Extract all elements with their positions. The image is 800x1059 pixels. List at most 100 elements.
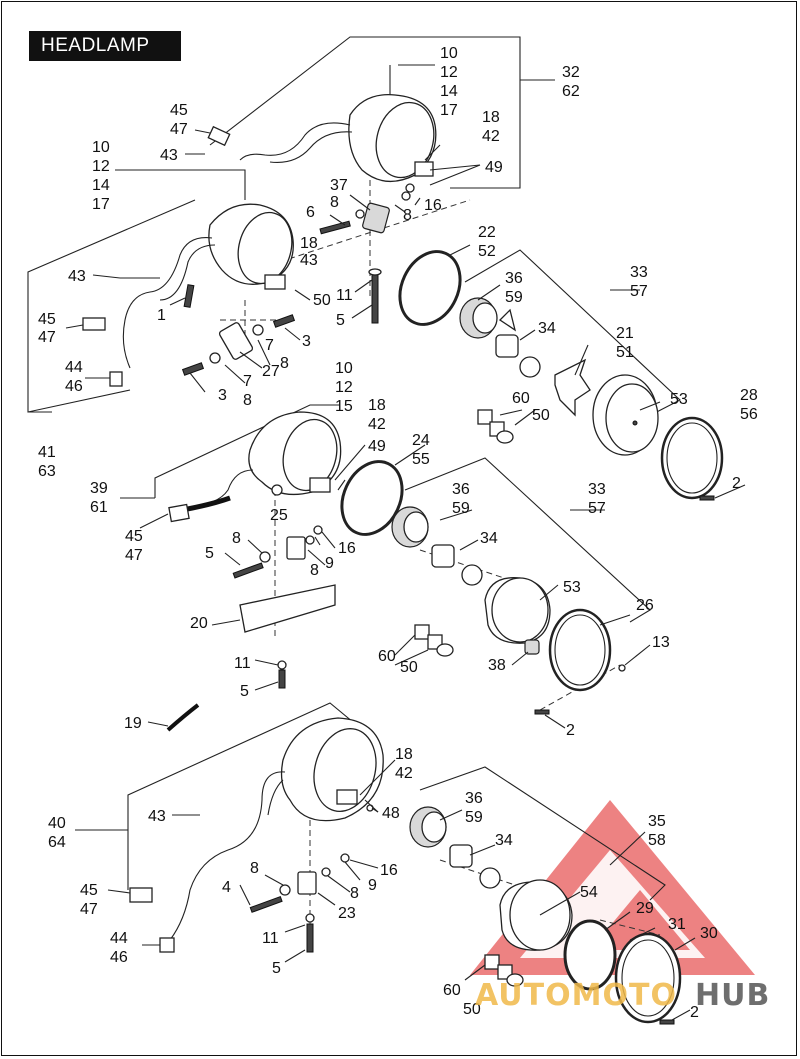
callout: 60 [512,390,530,407]
callout: 8 [330,194,339,211]
callout: 36 [505,270,523,287]
callout: 5 [240,683,249,700]
callout: 5 [272,960,281,977]
callout: 34 [538,320,556,337]
callout: 33 [630,264,648,281]
callout: 59 [452,500,470,517]
callout: 60 [378,648,396,665]
callout: 36 [465,790,483,807]
callout: 16 [338,540,356,557]
callout: 31 [668,916,686,933]
callout: 38 [488,657,506,674]
callout: 55 [412,451,430,468]
callout: 18 [395,746,413,763]
position-bulb-upper [477,409,514,444]
callout: 44 [110,930,128,947]
headlamp-housing-bottom [129,717,384,953]
callout: 61 [90,499,108,516]
callout: 20 [190,615,208,632]
callout: 18 [482,109,500,126]
callout: 57 [630,283,648,300]
callout: 12 [92,158,110,175]
callout: 8 [280,355,289,372]
headlamp-lens-middle [484,577,551,644]
callout-labels: 10 12 14 17 32 62 45 47 43 18 42 49 10 1… [38,45,758,1021]
diagram-title: HEADLAMP [29,31,181,61]
callout: 46 [110,949,128,966]
callout: 18 [300,235,318,252]
callout: 45 [38,311,56,328]
svg-text:AUTOMOTO: AUTOMOTO [475,978,677,1013]
callout: 17 [92,196,110,213]
callout: 62 [562,83,580,100]
callout: 22 [478,224,496,241]
headlamp-lens-upper [592,374,659,456]
callout: 12 [335,379,353,396]
callout: 8 [310,562,319,579]
callout: 3 [218,387,227,404]
callout: 59 [505,289,523,306]
callout: 47 [80,901,98,918]
callout: 8 [243,392,252,409]
callout: 8 [350,885,359,902]
callout: 58 [648,832,666,849]
callout: 43 [160,147,178,164]
callout: 49 [485,159,503,176]
headlamp-housing-middle [168,411,342,523]
callout: 57 [588,500,606,517]
clip-38 [524,639,540,655]
group-brackets [27,36,681,901]
callout: 63 [38,463,56,480]
callout: 41 [38,444,56,461]
cable-19 [166,703,200,732]
callout: 43 [300,252,318,269]
callout: 33 [588,481,606,498]
callout: 24 [412,432,430,449]
trim-ring-26 [548,608,612,692]
callout: 43 [68,268,86,285]
callout: 10 [92,139,110,156]
callout: 14 [92,177,110,194]
bracket-37 [319,191,411,324]
callout: 42 [368,416,386,433]
watermark-text: AUTOMOTO HUB [475,978,769,1013]
callout: 51 [616,344,634,361]
callout: 43 [148,808,166,825]
callout: 9 [325,555,334,572]
callout: 53 [563,579,581,596]
callout: 13 [652,634,670,651]
callout: 25 [270,507,288,524]
leader-lines [65,129,746,1021]
callout: 5 [205,545,214,562]
mount-bracket-bottom [249,853,350,953]
callout: 18 [368,397,386,414]
callout: 7 [243,373,252,390]
callout: 17 [440,102,458,119]
callout: 52 [478,243,496,260]
callout: 42 [482,128,500,145]
mount-bracket [181,284,296,376]
bulb-socket-bottom [409,806,501,889]
bulb-socket-upper [459,297,541,378]
callout: 53 [670,391,688,408]
callout: 47 [38,329,56,346]
callout: 54 [580,884,598,901]
callout: 35 [648,813,666,830]
callout: 14 [440,83,458,100]
trim-ring-29 [563,919,617,991]
callout: 10 [440,45,458,62]
callout: 56 [740,406,758,423]
trim-ring-30 [614,932,682,1024]
callout: 49 [368,438,386,455]
callout: 26 [636,597,654,614]
callout: 21 [616,325,634,342]
callout: 36 [452,481,470,498]
callout: 45 [80,882,98,899]
callout: 48 [382,805,400,822]
callout: 16 [424,197,442,214]
callout: 3 [302,333,311,350]
callout: 50 [532,407,550,424]
